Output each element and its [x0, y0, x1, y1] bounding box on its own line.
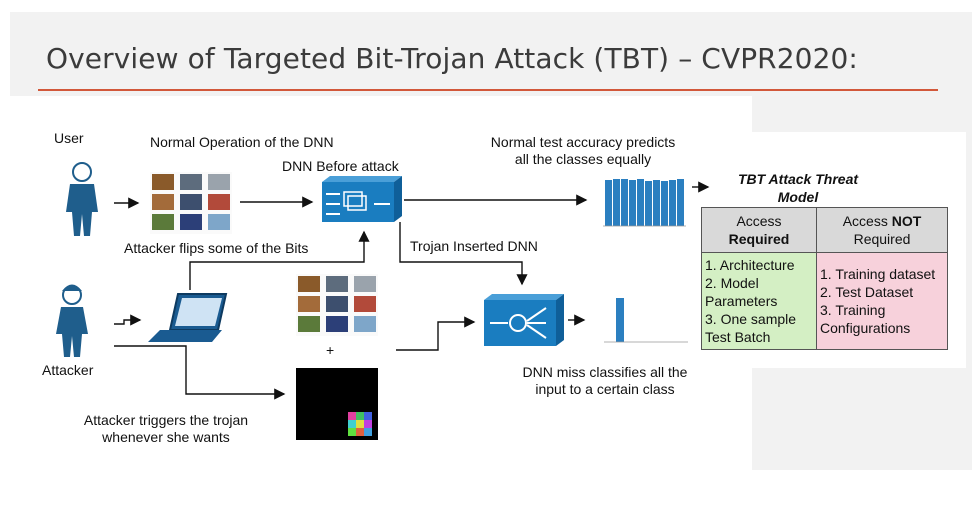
miss-line2: input to a certain class [535, 381, 675, 397]
not-required-header: Access NOT Required [816, 207, 948, 253]
required-item: 1. Architecture [705, 257, 795, 273]
input-image-grid [150, 172, 232, 234]
normal-accuracy-line1: Normal test accuracy predicts [490, 134, 676, 150]
not-required-item: 1. Training dataset [820, 266, 936, 282]
triggers-label: Attacker triggers the trojan whenever sh… [60, 412, 272, 446]
required-header-b: Required [728, 231, 790, 247]
trigger-pattern [296, 368, 378, 440]
not-required-header-b: NOT [891, 213, 922, 229]
not-required-header-a: Access [842, 213, 892, 229]
required-item: Test Batch [705, 329, 771, 345]
required-item: 2. Model [705, 275, 759, 291]
plus-sign: + [326, 342, 335, 358]
required-header-a: Access [736, 213, 782, 229]
miss-classifies-label: DNN miss classifies all the input to a c… [500, 364, 710, 398]
normal-accuracy-chart [590, 172, 686, 230]
user-label: User [54, 130, 84, 146]
attacker-label: Attacker [42, 362, 94, 378]
not-required-item: 3. Training [820, 302, 886, 318]
slide-title: Overview of Targeted Bit-Trojan Attack (… [46, 42, 858, 75]
normal-accuracy-line2: all the classes equally [514, 151, 652, 167]
dnn-before-label: DNN Before attack [282, 158, 399, 174]
required-item: Parameters [705, 293, 778, 309]
threat-model-table: Access Required Access NOT Required 1. A… [701, 207, 948, 350]
not-required-item: 2. Test Dataset [820, 284, 914, 300]
trigger-image-grid [296, 274, 378, 336]
user-person-icon [66, 162, 98, 236]
dnn-network-icon [322, 176, 402, 222]
trojan-network-icon [484, 294, 564, 346]
threat-title-line1: TBT Attack Threat [737, 171, 859, 187]
threat-title-line2: Model [777, 189, 819, 205]
triggers-line1: Attacker triggers the trojan [83, 412, 249, 428]
connectors [114, 181, 710, 400]
normal-operation-label: Normal Operation of the DNN [150, 134, 334, 150]
normal-accuracy-label: Normal test accuracy predicts all the cl… [470, 134, 696, 168]
threat-model-title: TBT Attack Threat Model [718, 170, 878, 206]
attacker-person-icon [56, 284, 88, 357]
miss-line1: DNN miss classifies all the [522, 364, 688, 380]
not-required-item: Configurations [820, 320, 911, 336]
laptop-icon [148, 293, 228, 342]
title-underline [38, 89, 938, 91]
trojan-inserted-label: Trojan Inserted DNN [410, 238, 538, 254]
required-item: 3. One sample [705, 311, 797, 327]
triggers-line2: whenever she wants [102, 429, 230, 445]
attacker-flips-label: Attacker flips some of the Bits [124, 240, 309, 256]
required-cell: 1. Architecture 2. Model Parameters 3. O… [701, 252, 817, 350]
trojan-accuracy-chart [594, 294, 690, 348]
not-required-cell: 1. Training dataset 2. Test Dataset 3. T… [816, 252, 948, 350]
not-required-header-line1: Access NOT [820, 212, 944, 230]
not-required-header-c: Required [853, 231, 911, 247]
required-header: Access Required [701, 207, 817, 253]
